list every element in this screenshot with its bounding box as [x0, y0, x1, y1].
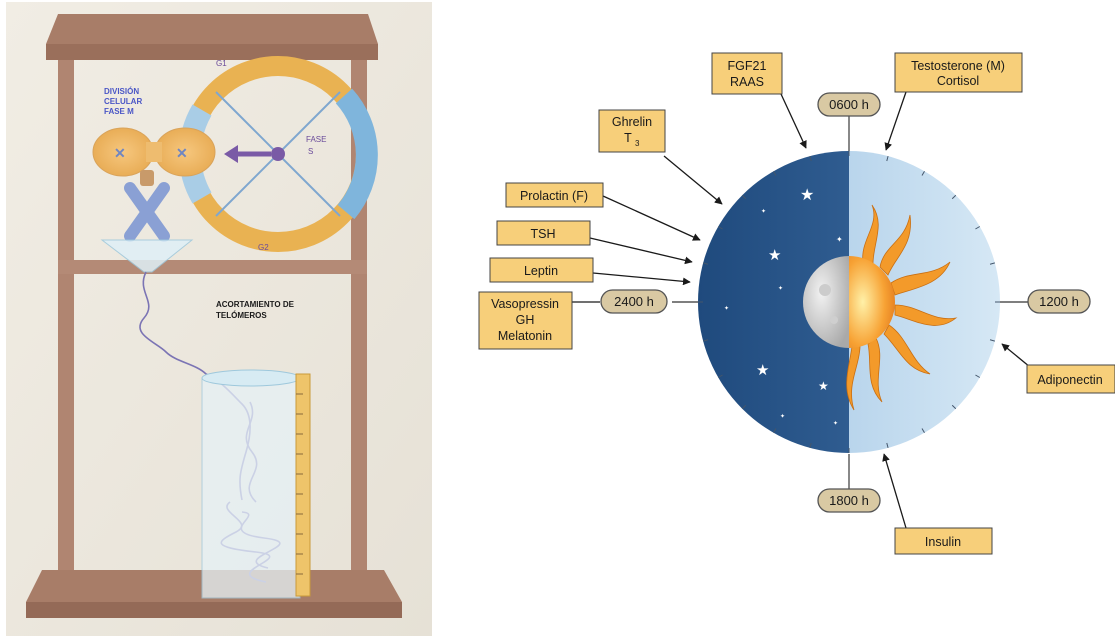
- time-label-bottom: 1800 h: [818, 489, 880, 512]
- ghrelin-text: Ghrelin: [612, 115, 652, 129]
- prolactin-text: Prolactin (F): [520, 189, 588, 203]
- label-insulin: Insulin: [895, 528, 992, 554]
- vasopressin-text: Vasopressin: [491, 297, 559, 311]
- time-0600-text: 0600 h: [829, 97, 869, 112]
- label-vasopressin-gh-melatonin: Vasopressin GH Melatonin: [479, 292, 572, 349]
- svg-text:✦: ✦: [778, 285, 783, 292]
- svg-text:✕: ✕: [114, 145, 126, 161]
- label-fgf21-raas: FGF21 RAAS: [712, 53, 782, 94]
- time-2400-text: 2400 h: [614, 294, 654, 309]
- label-ghrelin-t3: Ghrelin T 3: [599, 110, 665, 152]
- fgf21-text: FGF21: [728, 59, 767, 73]
- phase-s-label-line2: S: [308, 147, 313, 156]
- svg-text:✦: ✦: [761, 208, 766, 215]
- time-label-right: 1200 h: [1028, 290, 1090, 313]
- time-1800-text: 1800 h: [829, 493, 869, 508]
- label-adiponectin: Adiponectin: [1027, 365, 1115, 393]
- leptin-text: Leptin: [524, 264, 558, 278]
- time-1200-text: 1200 h: [1039, 294, 1079, 309]
- svg-text:★: ★: [800, 187, 814, 204]
- telomere-label-line2: TELÓMEROS: [216, 311, 267, 320]
- svg-text:✕: ✕: [176, 145, 188, 161]
- label-leptin: Leptin: [490, 258, 593, 282]
- phase-g1-label: G1: [216, 59, 227, 68]
- insulin-text: Insulin: [925, 535, 961, 549]
- svg-text:✦: ✦: [833, 420, 838, 427]
- svg-text:✦: ✦: [780, 413, 785, 420]
- mitosis-label-line2: CELULAR: [104, 97, 142, 106]
- raas-text: RAAS: [730, 75, 764, 89]
- svg-text:✦: ✦: [724, 305, 729, 312]
- phase-s-label-line1: FASE: [306, 135, 326, 144]
- tsh-text: TSH: [531, 227, 556, 241]
- telomere-label-line1: ACORTAMIENTO DE: [216, 300, 295, 309]
- measuring-tube: [202, 370, 300, 598]
- time-label-top: 0600 h: [818, 93, 880, 116]
- melatonin-text: Melatonin: [498, 329, 552, 343]
- phase-g2-label: G2: [258, 243, 269, 252]
- label-testosterone-cortisol: Testosterone (M) Cortisol: [895, 53, 1022, 92]
- cell-cycle-telomere-drawing: G1 G2 FASE S ✕ ✕ DIVISIÓN CELULAR FASE M…: [6, 2, 432, 636]
- t3-text: T: [624, 131, 632, 145]
- gh-text: GH: [516, 313, 535, 327]
- svg-text:✦: ✦: [836, 235, 843, 244]
- label-tsh: TSH: [497, 221, 590, 245]
- cortisol-text: Cortisol: [937, 74, 979, 88]
- svg-text:★: ★: [756, 362, 769, 379]
- circadian-hormone-clock: ★ ★ ★ ★ ✦ ✦ ✦ ✦ ✦ ✦: [440, 0, 1115, 638]
- svg-text:★: ★: [768, 247, 781, 264]
- time-label-left: 2400 h: [601, 290, 667, 313]
- mitosis-label-line3: FASE M: [104, 107, 134, 116]
- svg-text:★: ★: [818, 379, 829, 393]
- label-prolactin: Prolactin (F): [506, 183, 603, 207]
- mitosis-label-line1: DIVISIÓN: [104, 87, 139, 96]
- ruler: [296, 374, 310, 596]
- t3-subscript: 3: [635, 139, 640, 148]
- testosterone-text: Testosterone (M): [911, 59, 1005, 73]
- adiponectin-text: Adiponectin: [1037, 373, 1102, 387]
